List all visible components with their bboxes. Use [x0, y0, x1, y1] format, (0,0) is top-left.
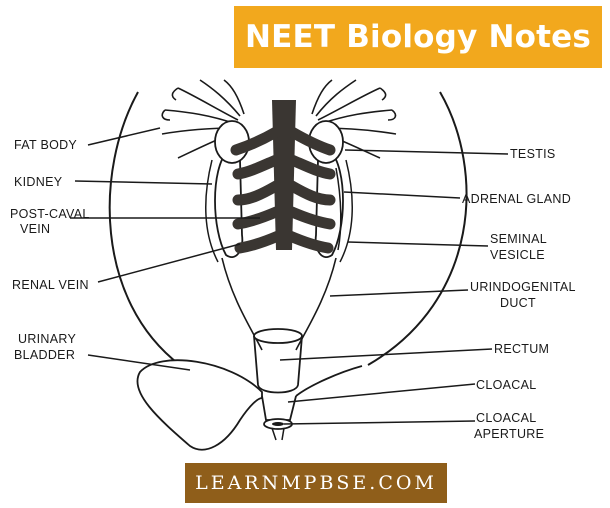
label-urinogenital-1: URINDOGENITAL	[470, 280, 576, 294]
urinogenital-duct-left	[221, 257, 263, 351]
pointer-lines	[70, 127, 509, 425]
body-wall-right	[367, 91, 468, 366]
label-urinary-2: BLADDER	[14, 348, 75, 362]
label-seminal-2: VESICLE	[490, 248, 545, 262]
label-testis: TESTIS	[510, 147, 556, 161]
label-adrenal: ADRENAL GLAND	[462, 192, 571, 206]
label-urinary-1: URINARY	[18, 332, 76, 346]
seminal-vesicle-right	[339, 159, 353, 263]
label-cloacal: CLOACAL	[476, 378, 536, 392]
label-cloacal-aperture-2: APERTURE	[474, 427, 544, 441]
renal-veins	[230, 126, 336, 254]
label-fat-body: FAT BODY	[14, 138, 77, 152]
label-post-caval-1: POST-CAVAL	[10, 207, 90, 221]
cloaca	[261, 395, 297, 421]
urinogenital-duct-right	[295, 257, 337, 351]
label-cloacal-aperture-1: CLOACAL	[476, 411, 536, 425]
bladder-stalk	[295, 365, 363, 397]
post-caval-vein	[272, 100, 296, 250]
rectum-top	[253, 328, 303, 344]
label-post-caval-2: VEIN	[20, 222, 50, 236]
banner-title: NEET Biology Notes	[234, 6, 602, 68]
rectum	[253, 335, 303, 394]
cloacal-aperture-hole	[272, 422, 284, 426]
urinary-bladder	[136, 359, 263, 451]
adrenal-gland	[335, 167, 342, 251]
label-renal-vein: RENAL VEIN	[12, 278, 89, 292]
footer-site-badge: LEARNMPBSE.COM	[185, 463, 447, 503]
label-urinogenital-2: DUCT	[500, 296, 536, 310]
label-kidney: KIDNEY	[14, 175, 63, 189]
label-seminal-1: SEMINAL	[490, 232, 547, 246]
cloacal-aperture-stem	[271, 427, 285, 441]
seminal-vesicle-left	[205, 159, 219, 263]
body-wall-left	[108, 91, 181, 366]
label-rectum: RECTUM	[494, 342, 549, 356]
